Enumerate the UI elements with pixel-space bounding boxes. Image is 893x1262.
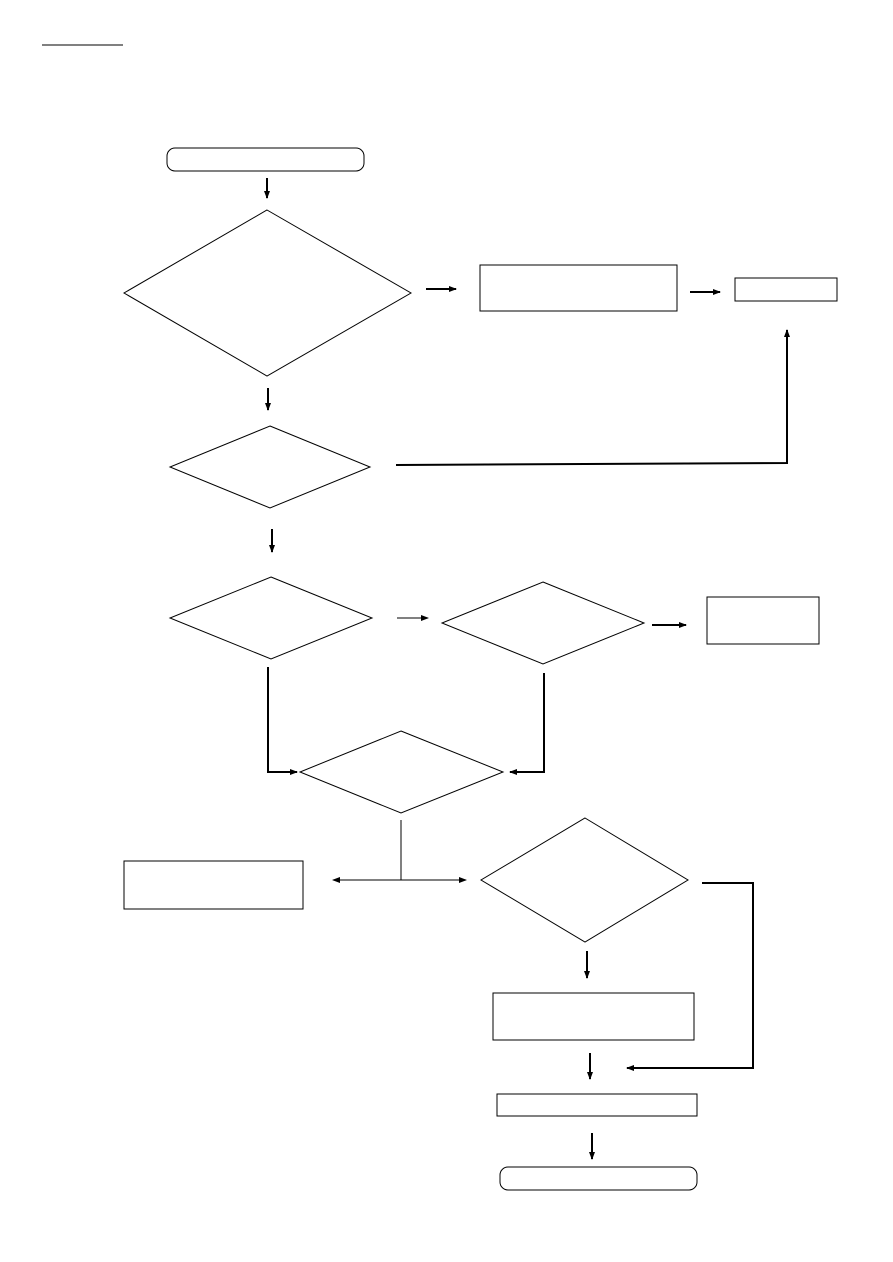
process-4-box (123, 860, 304, 910)
decision-4-diamond (440, 581, 646, 665)
process-1-box (479, 264, 678, 312)
decision-5-diamond (298, 730, 505, 814)
decision-6-diamond (480, 817, 689, 943)
arrow-decision-2-to-process-2 (395, 329, 790, 466)
process-5-box (492, 992, 695, 1041)
decision-2-diamond (168, 425, 372, 509)
end-terminator (499, 1166, 698, 1191)
decision-3-diamond (168, 576, 374, 660)
decision-1-diamond (123, 209, 413, 377)
process-6-box (496, 1093, 698, 1117)
arrow-decision-6-bypass-to-process-6 (626, 882, 754, 1071)
start-terminator (166, 147, 365, 172)
process-3-box (706, 596, 820, 645)
arrow-decision-4-to-decision-5 (509, 673, 545, 775)
process-2-box (734, 277, 838, 302)
arrow-decision-3-to-decision-5 (267, 667, 298, 775)
